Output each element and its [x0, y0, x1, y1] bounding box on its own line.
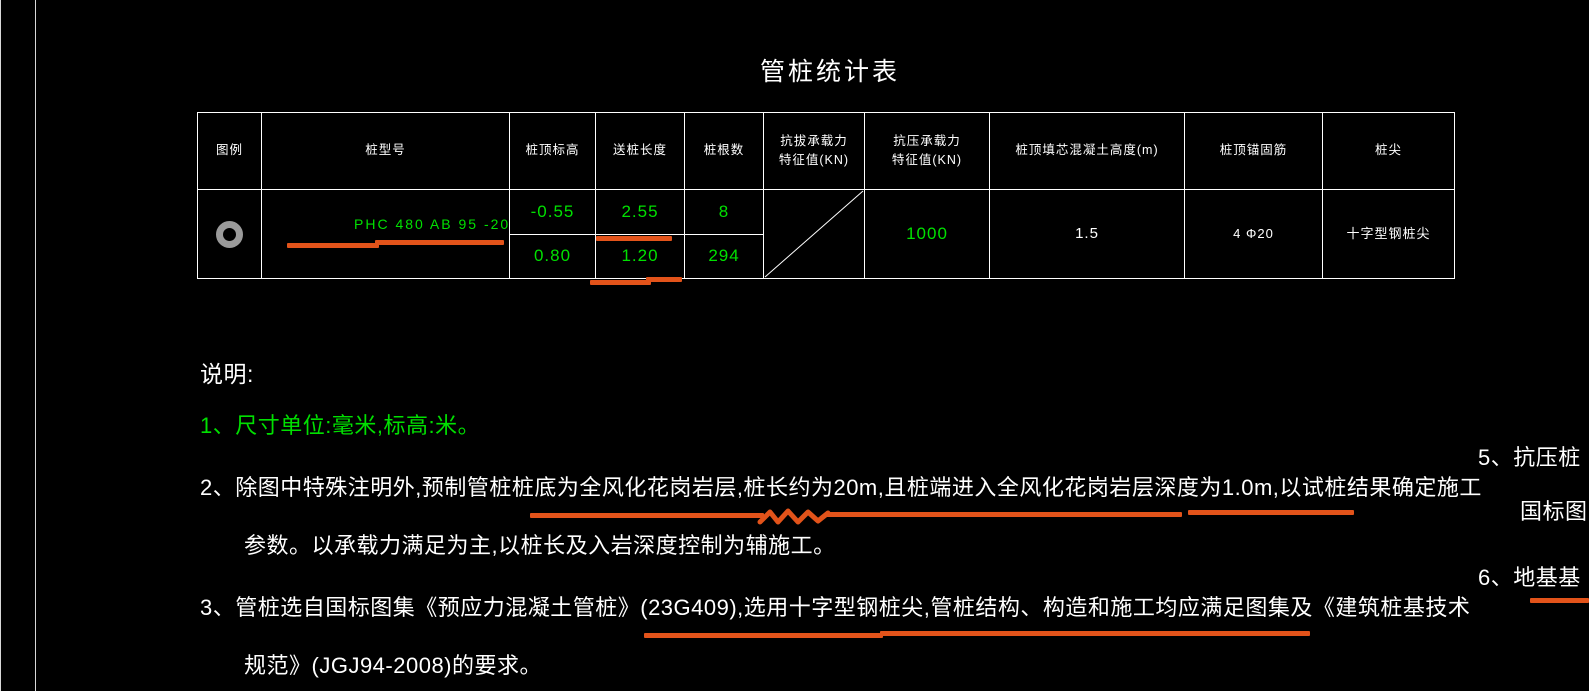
header-pullout-line1: 抗拔承载力: [780, 133, 848, 148]
markup-underline-pile-type-a: [287, 243, 379, 248]
send-length-lower: 1.20: [621, 245, 659, 265]
cell-pullout-capacity-empty: [763, 189, 865, 279]
note-2-line-2: 参数。以承载力满足为主,以桩长及入岩深度控制为辅施工。: [244, 533, 836, 558]
sheet-frame-rule-inner: [35, 0, 36, 691]
markup-underline-note3-a: [644, 633, 883, 638]
cell-divider: [510, 234, 595, 235]
cell-top-elevation: -0.55 0.80: [509, 189, 596, 279]
cell-pile-type: PHC 480 AB 95 -20: [261, 189, 511, 279]
header-anchor-bar: 桩顶锚固筋: [1184, 112, 1323, 190]
header-compression-line2: 特征值(KN): [891, 153, 963, 167]
diagonal-slash-icon: [764, 190, 864, 278]
markup-underline-send-length-lower-b: [646, 277, 682, 282]
header-compression-line1: 抗压承载力: [893, 133, 961, 148]
pile-tip-value: 十字型钢桩尖: [1346, 225, 1431, 241]
anchor-bar-value: 4 Φ20: [1233, 225, 1274, 241]
cell-divider: [596, 234, 684, 235]
header-pile-count: 桩根数: [684, 112, 764, 190]
core-fill-height-value: 1.5: [1075, 225, 1099, 243]
table-header-row: 图例 桩型号 桩顶标高 送桩长度 桩根数 抗拔承载力 特征值(KN) 抗压承载力…: [197, 112, 1455, 190]
header-send-length: 送桩长度: [595, 112, 685, 190]
pile-type-value: PHC 480 AB 95 -20: [354, 216, 511, 232]
cell-send-length: 2.55 1.20: [595, 189, 685, 279]
pile-statistics-table: 图例 桩型号 桩顶标高 送桩长度 桩根数 抗拔承载力 特征值(KN) 抗压承载力…: [197, 112, 1455, 279]
cell-pile-count: 8 294: [684, 189, 764, 279]
note-1-line-1: 1、尺寸单位:毫米,标高:米。: [200, 413, 481, 438]
header-pile-type: 桩型号: [261, 112, 510, 190]
markup-underline-note2-c: [1188, 510, 1354, 515]
cell-legend: [197, 189, 262, 279]
pile-count-upper: 8: [718, 201, 730, 221]
markup-underline-note2-b: [826, 512, 1182, 517]
note-3-line-2: 规范》(JGJ94-2008)的要求。: [244, 653, 543, 678]
send-length-upper: 2.55: [621, 201, 659, 221]
top-elevation-upper: -0.55: [530, 201, 575, 221]
cell-divider: [685, 234, 763, 235]
header-pile-tip: 桩尖: [1322, 112, 1455, 190]
markup-underline-note2-a: [530, 513, 764, 518]
pile-count-lower: 294: [708, 245, 740, 265]
note-5-line-1: 5、抗压桩: [1478, 445, 1581, 470]
markup-underline-pile-type-b: [375, 240, 504, 245]
markup-underline-send-length-lower-a: [590, 280, 651, 285]
notes-heading: 说明:: [200, 361, 254, 387]
cell-anchor-bar: 4 Φ20: [1184, 189, 1323, 279]
note-3-line-1: 3、管桩选自国标图集《预应力混凝土管桩》(23G409),选用十字型钢桩尖,管桩…: [200, 595, 1471, 620]
markup-underline-note6: [1530, 598, 1589, 603]
cell-compression-capacity: 1000: [864, 189, 990, 279]
cell-pile-tip: 十字型钢桩尖: [1322, 189, 1455, 279]
header-core-fill-height: 桩顶填芯混凝土高度(m): [989, 112, 1185, 190]
table-title: 管桩统计表: [760, 58, 901, 86]
markup-underline-note3-b: [880, 631, 1310, 636]
header-pullout-line2: 特征值(KN): [778, 153, 850, 167]
markup-underline-send-length-upper: [596, 236, 672, 241]
header-compression-capacity: 抗压承载力 特征值(KN): [864, 112, 990, 190]
header-top-elevation: 桩顶标高: [509, 112, 596, 190]
table-row: PHC 480 AB 95 -20 -0.55 0.80 2.55 1.20 8…: [197, 189, 1455, 279]
note-6-line-1: 6、地基基: [1478, 565, 1581, 590]
pile-donut-icon: [216, 220, 243, 248]
cell-core-fill-height: 1.5: [989, 189, 1185, 279]
header-legend: 图例: [197, 112, 262, 190]
note-2-line-1: 2、除图中特殊注明外,预制管桩桩底为全风化花岗岩层,桩长约为20m,且桩端进入全…: [200, 475, 1482, 500]
sheet-frame-rule-outer: [0, 0, 1, 691]
top-elevation-lower: 0.80: [533, 245, 572, 265]
markup-squiggle-note2: [757, 508, 831, 525]
header-pullout-capacity: 抗拔承载力 特征值(KN): [763, 112, 865, 190]
note-5-line-2: 国标图: [1520, 499, 1588, 524]
compression-value: 1000: [906, 223, 948, 243]
